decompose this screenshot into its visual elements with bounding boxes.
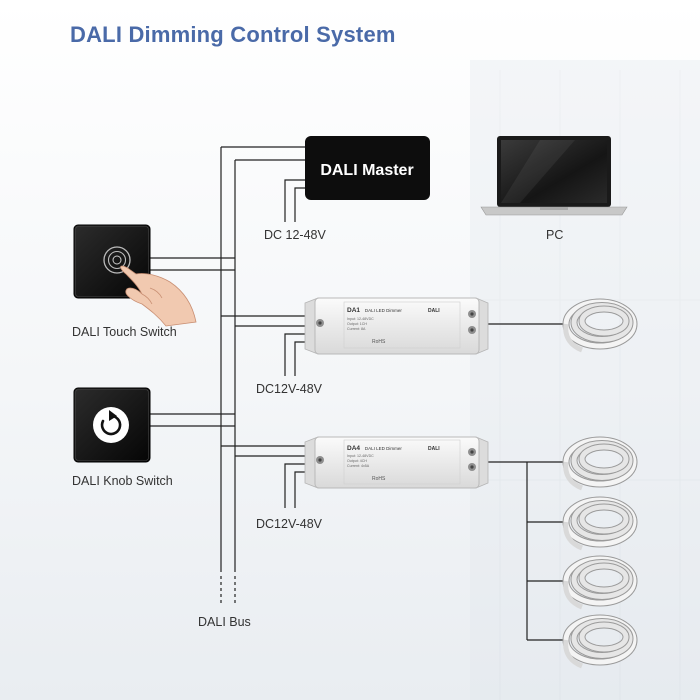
led-strip-coil	[562, 614, 638, 669]
dimmer-name: DALI LED Dimmer	[365, 308, 403, 313]
dimmer-model: DA1	[347, 307, 360, 314]
led-strip-coil	[562, 496, 638, 551]
terminal-screw-icon	[316, 448, 476, 471]
pc-label: PC	[546, 228, 564, 242]
dimmer-name: DALI LED Dimmer	[365, 446, 403, 451]
dimmer-spec-line: Input: 12-48VDC	[347, 317, 374, 321]
touch-ring-icon	[103, 246, 131, 274]
output-wires	[488, 323, 566, 641]
svg-text:DA4 DALI LED Dimmer: DA4 DALI LED Dimmer	[347, 445, 402, 452]
dimmer-spec-line: Current: 8A	[347, 327, 366, 331]
terminal-screw-icon	[316, 310, 476, 334]
led-strip-coil	[562, 436, 638, 491]
dimmer1-power-label: DC12V-48V	[256, 382, 323, 396]
dimmer-spec-line: Output: 1CH	[347, 322, 367, 326]
dimmer-spec-line: Input: 12-48VDC	[347, 454, 374, 458]
dimmer-brand-logo: DALI	[428, 308, 440, 314]
laptop-pc-icon	[480, 136, 628, 216]
dali-bus-wires	[150, 146, 312, 604]
dimmer2-power-label: DC12V-48V	[256, 517, 323, 531]
svg-text:DA1 DALI LED Dimmer: DA1 DALI LED Dimmer	[347, 307, 402, 314]
dimmer-da4: DA4 DALI LED Dimmer DALI Input: 12-48VDC…	[304, 436, 489, 489]
dimmer-brand-logo: DALI	[428, 446, 440, 452]
touch-switch-label: DALI Touch Switch	[72, 325, 177, 339]
dali-master-label: DALI Master	[320, 162, 413, 179]
led-strip-coil	[562, 555, 638, 610]
dali-bus-label: DALI Bus	[198, 615, 251, 629]
pointing-hand-icon	[120, 265, 197, 327]
dali-knob-switch	[73, 387, 151, 463]
master-power-label: DC 12-48V	[264, 228, 326, 242]
knob-switch-label: DALI Knob Switch	[72, 474, 173, 488]
dimmer-spec-line: Output: 4CH	[347, 459, 367, 463]
diagram-title: DALI Dimming Control System	[70, 22, 396, 47]
rotate-knob-icon	[93, 407, 129, 443]
dimmer-model: DA4	[347, 445, 360, 452]
dali-master: DALI Master	[305, 136, 430, 200]
rohs-mark: RoHS	[372, 339, 386, 345]
led-strip-coil	[562, 298, 638, 353]
dali-touch-switch	[73, 224, 197, 327]
dimmer-spec-line: Current: 4x5A	[347, 464, 370, 468]
rohs-mark: RoHS	[372, 476, 386, 482]
power-wires	[284, 179, 312, 508]
dimmer-da1: DA1 DALI LED Dimmer DALI Input: 12-48VDC…	[304, 297, 489, 355]
